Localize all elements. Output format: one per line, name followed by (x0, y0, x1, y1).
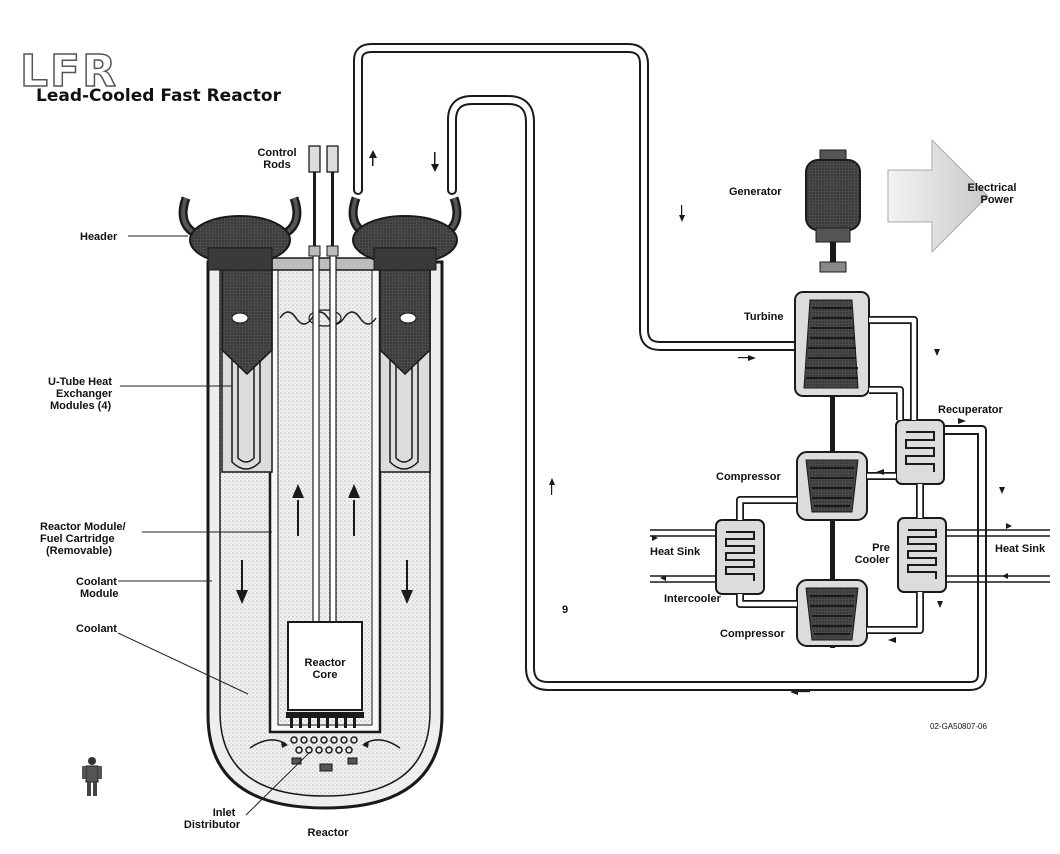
label-compressor-upper: Compressor (716, 471, 782, 483)
label-reactor: Reactor (308, 827, 350, 839)
label-compressor-lower: Compressor (720, 628, 786, 640)
u-tube-heat-exchanger-left (221, 249, 273, 473)
label-precooler-line2: Cooler (855, 554, 891, 566)
flow-arrow-down (431, 164, 439, 172)
compressor-upper (796, 451, 868, 521)
flow-arrow-down (937, 601, 943, 608)
label-intercooler: Intercooler (664, 593, 722, 605)
label-reactor-core-line1: Reactor (305, 657, 347, 669)
label-precooler-line1: Pre (872, 542, 890, 554)
flow-arrow-right (1006, 523, 1012, 529)
label-control-rods-line1: Control (257, 147, 296, 159)
label-reactor-core-line2: Core (312, 669, 337, 681)
label-inlet-line2: Distributor (184, 819, 241, 831)
shaft (830, 396, 835, 648)
header-right (348, 196, 462, 271)
intercooler (715, 519, 765, 595)
label-turbine: Turbine (744, 311, 784, 323)
page-number: 9 (562, 604, 568, 616)
label-heat-sink-right: Heat Sink (995, 543, 1046, 555)
flow-arrow-down (999, 487, 1005, 494)
label-coolant-module-line2: Module (80, 588, 119, 600)
flow-arrow-up (549, 478, 555, 485)
labels: Control Rods Header U-Tube Heat Exchange… (40, 147, 1046, 839)
flow-arrow-up (369, 150, 377, 158)
u-tube-heat-exchanger-right (379, 249, 431, 473)
label-header: Header (80, 231, 118, 243)
label-generator: Generator (729, 186, 782, 198)
flow-arrow-right (958, 418, 966, 424)
electrical-power-arrow (887, 138, 989, 254)
recuperator (895, 419, 945, 485)
core-support-grid (286, 712, 364, 728)
label-recuperator: Recuperator (938, 404, 1004, 416)
flow-arrow-down (934, 349, 940, 356)
flow-arrow-left (888, 637, 896, 643)
header-left (178, 196, 302, 271)
label-electrical-power-line1: Electrical (968, 182, 1017, 194)
label-control-rods-line2: Rods (263, 159, 291, 171)
label-heat-sink-left: Heat Sink (650, 546, 701, 558)
label-u-tube-line2: Exchanger (56, 388, 113, 400)
flow-arrow-left (876, 469, 884, 475)
turbine (794, 291, 870, 397)
coolant-downflow-arrows (236, 560, 413, 604)
control-rods (308, 145, 339, 257)
flow-arrow-right (748, 355, 756, 361)
compressor-lower (796, 579, 868, 647)
flow-arrow-left (790, 689, 798, 695)
generator (805, 149, 861, 273)
label-coolant-module-line1: Coolant (76, 576, 117, 588)
flow-arrow-right (652, 535, 658, 541)
label-reactor-module-line2: Fuel Cartridge (40, 533, 115, 545)
label-coolant: Coolant (76, 623, 117, 635)
leader-lines (117, 235, 311, 816)
human-scale-figure (82, 757, 102, 796)
label-electrical-power-line2: Power (980, 194, 1014, 206)
label-reactor-module-line3: (Removable) (46, 545, 112, 557)
label-u-tube-line1: U-Tube Heat (48, 376, 112, 388)
label-reactor-module-line1: Reactor Module/ (40, 521, 126, 533)
primary-hot-leg-pipe (353, 43, 805, 351)
gas-loop-piping (650, 316, 1050, 634)
flow-arrow-left (1002, 573, 1008, 579)
diagram-title: Lead-Cooled Fast Reactor (36, 86, 282, 106)
core-upflow-arrows (292, 484, 360, 536)
pre-cooler (897, 517, 947, 593)
label-inlet-line1: Inlet (213, 807, 236, 819)
figure-id: 02-GA50807-06 (930, 722, 987, 731)
primary-return-pipe (447, 95, 987, 691)
label-u-tube-line3: Modules (4) (50, 400, 111, 412)
flow-arrow-left (660, 575, 666, 581)
logo-text: LFR (20, 46, 118, 97)
flow-arrow-down (679, 215, 685, 222)
